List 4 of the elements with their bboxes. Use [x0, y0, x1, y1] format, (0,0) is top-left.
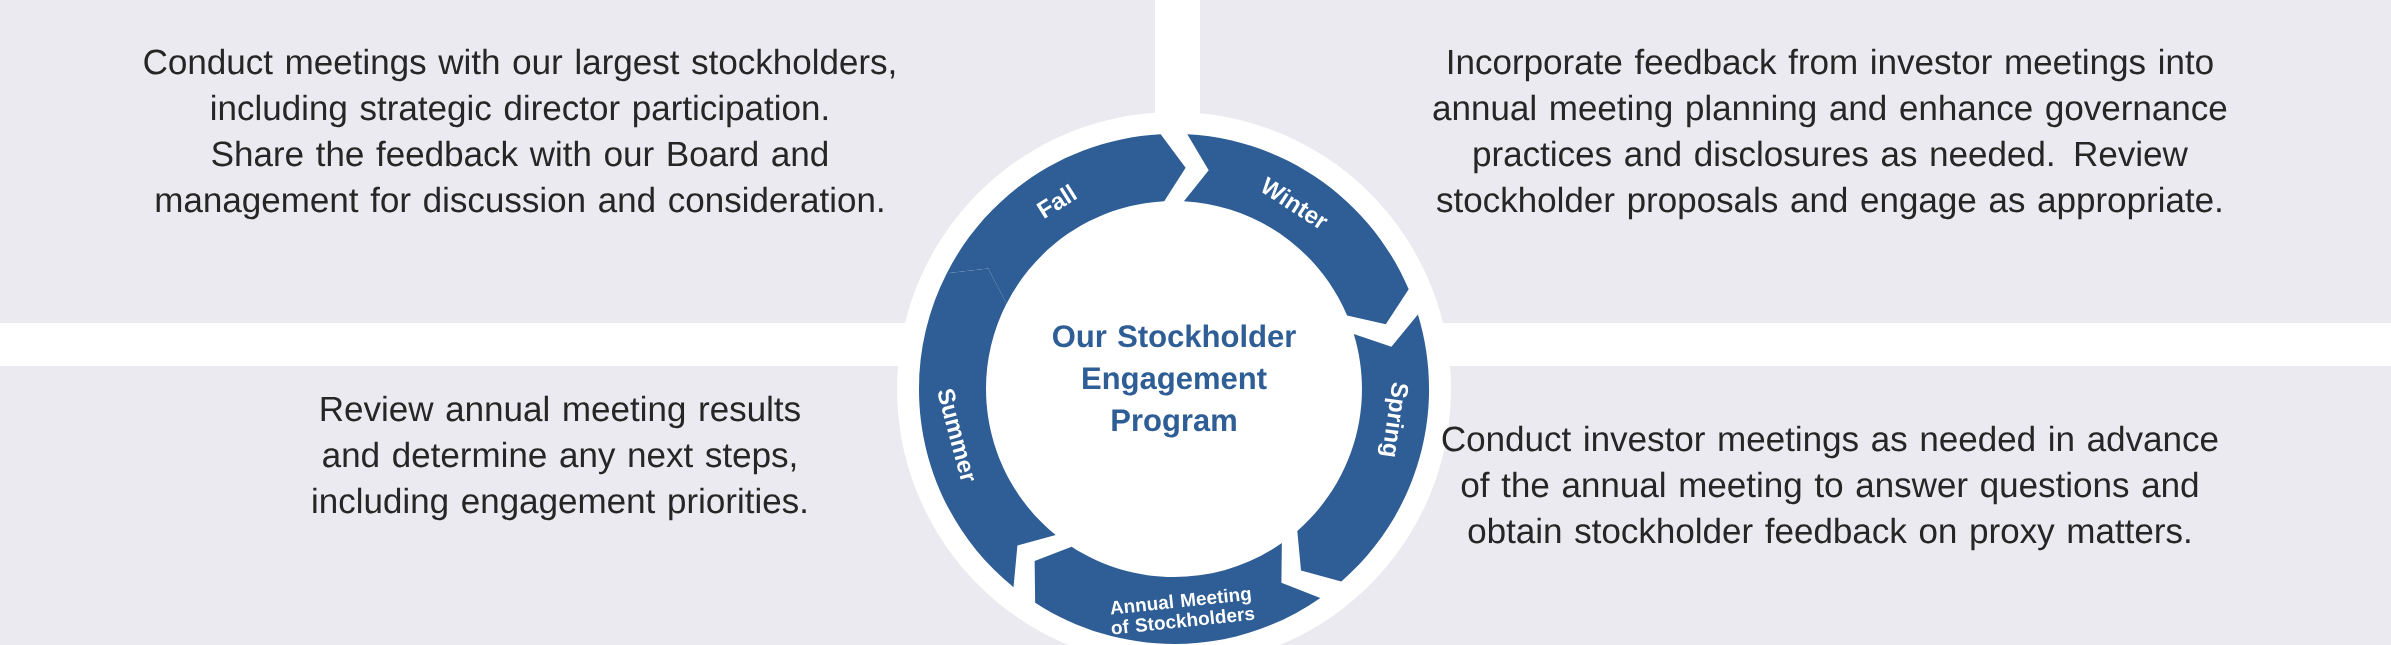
arrow-segment: Fall — [946, 134, 1186, 304]
center-title: Our Stockholder Engagement Program — [1053, 324, 1296, 438]
arrow-segment: Spring — [1297, 314, 1430, 582]
arrow-segment: Annual Meeting of Stockholders — [1034, 543, 1321, 644]
